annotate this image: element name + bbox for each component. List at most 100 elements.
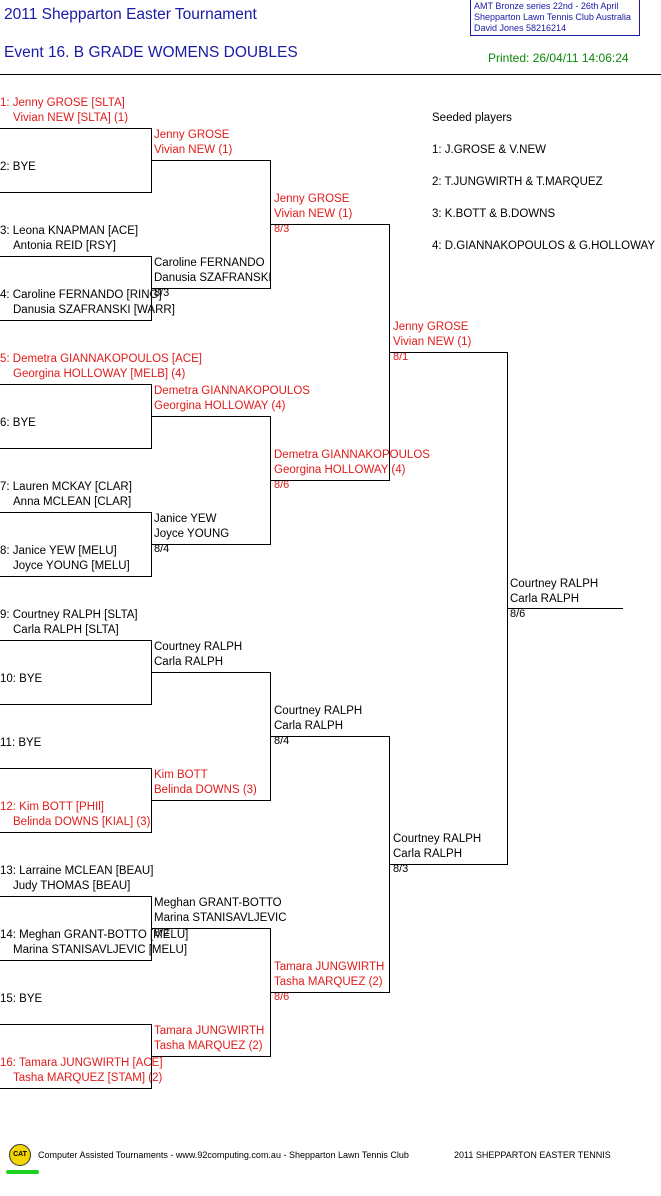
info-line: AMT Bronze series 22nd - 26th April [474,1,619,11]
r3-score: 8/4 [274,735,290,747]
r2-line-2: Vivian NEW (1) [154,144,233,156]
bracket-line [151,640,152,705]
entry-line-1: 1: Jenny GROSE [SLTA] [0,97,125,109]
entry-line-2: Anna MCLEAN [CLAR] [13,496,132,508]
entry-line-2: Belinda DOWNS [KIAL] (3) [13,816,151,828]
r3-line-2: Tasha MARQUEZ (2) [274,976,383,988]
bracket-line [151,896,152,961]
entry-line-2: Georgina HOLLOWAY [MELB] (4) [13,368,186,380]
r2-line-2: Carla RALPH [154,656,224,668]
bracket-line [0,384,152,385]
winner-score: 8/6 [510,608,526,620]
entry-line-1: 9: Courtney RALPH [SLTA] [0,609,138,621]
bracket-line [152,544,271,545]
r2-score: 8/4 [154,543,170,555]
entry-line-2: Marina STANISAVLJEVIC [MELU] [13,944,188,956]
bracket-line [390,352,508,353]
bracket-line [0,128,152,129]
r2-line-1: Jenny GROSE [154,129,230,141]
seed-item: 4: D.GIANNAKOPOULOS & G.HOLLOWAY [432,240,656,252]
entry-line-1: 11: BYE [0,737,42,749]
bracket-line [152,1056,271,1057]
entry-line-2: Joyce YOUNG [MELU] [13,560,130,572]
entry-line-2: Antonia REID [RSY] [13,240,116,252]
winner-line-2: Carla RALPH [510,593,580,605]
bracket-line [151,384,152,449]
r2-line-2: Marina STANISAVLJEVIC [154,912,287,924]
bracket-line [152,800,271,801]
r2-score: 8/3 [154,287,170,299]
entry-line-1: 15: BYE [0,993,43,1005]
sf-line-1: Courtney RALPH [393,833,482,845]
logo-underline [6,1170,39,1174]
footer-credit: Computer Assisted Tournaments - www.92co… [38,1150,409,1160]
bracket-line [0,896,152,897]
bracket-line [152,160,271,161]
seed-item: 3: K.BOTT & B.DOWNS [432,208,556,220]
r3-line-1: Jenny GROSE [274,193,350,205]
sf-line-1: Jenny GROSE [393,321,469,333]
tournament-info-box: AMT Bronze series 22nd - 26th April Shep… [470,0,640,36]
r2-line-2: Joyce YOUNG [154,528,230,540]
bracket-line [270,160,271,289]
bracket-line [151,128,152,193]
bracket-line [0,192,152,193]
entry-line-1: 13: Larraine MCLEAN [BEAU] [0,865,154,877]
bracket-line [0,576,152,577]
r2-line-2: Georgina HOLLOWAY (4) [154,400,286,412]
bracket-line [0,1088,152,1089]
r2-line-1: Caroline FERNANDO [154,257,265,269]
r2-line-2: Belinda DOWNS (3) [154,784,257,796]
bracket-line [151,1024,152,1089]
r2-line-1: Courtney RALPH [154,641,243,653]
entry-line-1: 4: Caroline FERNANDO [RING] [0,289,162,301]
r3-score: 8/6 [274,991,290,1003]
sf-score: 8/3 [393,863,409,875]
entry-line-1: 12: Kim BOTT [PHIl] [0,801,104,813]
bracket-line [0,320,152,321]
printed-timestamp: Printed: 26/04/11 14:06:24 [488,51,629,65]
r2-line-2: Danusia SZAFRANSKI [154,272,272,284]
cat-logo: CAT [9,1144,31,1166]
entry-line-1: 7: Lauren MCKAY [CLAR] [0,481,132,493]
entry-line-2: Danusia SZAFRANSKI [WARR] [13,304,175,316]
bracket-line [151,768,152,833]
seed-item: 1: J.GROSE & V.NEW [432,144,546,156]
entry-line-2: Tasha MARQUEZ [STAM] (2) [13,1072,163,1084]
winner-line-1: Courtney RALPH [510,578,599,590]
seeded-title: Seeded players [432,112,512,124]
entry-line-2: Carla RALPH [SLTA] [13,624,119,636]
event-title: Event 16. B GRADE WOMENS DOUBLES [4,44,298,61]
entry-line-2: Vivian NEW [SLTA] (1) [13,112,129,124]
r2-line-1: Kim BOTT [154,769,208,781]
bracket-line [271,224,390,225]
bracket-line [271,992,390,993]
r2-line-1: Janice YEW [154,513,217,525]
footer-event: 2011 SHEPPARTON EASTER TENNIS [454,1150,611,1160]
r3-line-2: Georgina HOLLOWAY (4) [274,464,406,476]
info-line: David Jones 58216214 [474,23,567,33]
entry-line-2: Judy THOMAS [BEAU] [13,880,131,892]
entry-line-1: 3: Leona KNAPMAN [ACE] [0,225,139,237]
bracket-line [152,672,271,673]
bracket-line [270,672,271,801]
bracket-line [507,352,508,865]
entry-line-1: 6: BYE [0,417,36,429]
r3-line-2: Carla RALPH [274,720,344,732]
r3-line-2: Vivian NEW (1) [274,208,353,220]
info-line: Shepparton Lawn Tennis Club Australia [474,12,631,22]
r3-line-1: Demetra GIANNAKOPOULOS [274,449,430,461]
sf-score: 8/1 [393,351,409,363]
r2-line-1: Meghan GRANT-BOTTO [154,897,282,909]
entry-line-1: 8: Janice YEW [MELU] [0,545,117,557]
r2-score: 8/2 [154,927,170,939]
entry-line-1: 14: Meghan GRANT-BOTTO [MELU] [0,929,189,941]
header-divider [0,74,661,75]
r3-line-1: Tamara JUNGWIRTH [274,961,385,973]
entry-line-1: 2: BYE [0,161,36,173]
bracket-line [152,928,271,929]
bracket-line [0,832,152,833]
bracket-line [271,736,390,737]
bracket-line [389,736,390,993]
bracket-line [508,608,623,609]
